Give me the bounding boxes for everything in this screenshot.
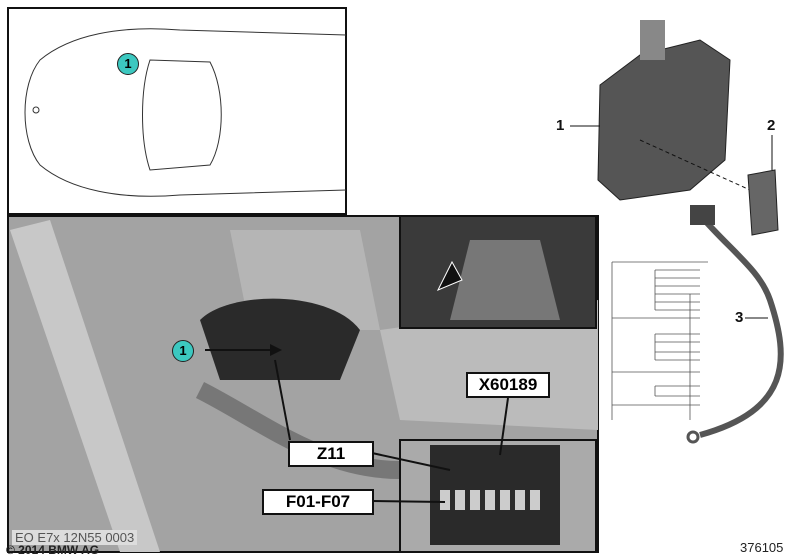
engine-cover [450, 240, 560, 320]
leader-x60189 [499, 397, 509, 456]
car-overview-frame [7, 7, 347, 215]
body-panel [10, 220, 160, 552]
cable-connector [690, 205, 715, 225]
leader-f01-f07 [371, 500, 446, 503]
part-1-fuse-carrier [597, 39, 731, 201]
label-x60189: X60189 [466, 372, 550, 398]
diagram-number: 376105 [740, 540, 784, 555]
part-2-cover [747, 169, 779, 236]
part-label-1: 1 [556, 117, 565, 134]
fuse-row [440, 490, 540, 510]
leader-z11-inset [371, 452, 451, 471]
part-3-ground-cable [697, 213, 784, 438]
leader-z11-photo [274, 359, 291, 441]
callout-1-car: 1 [117, 53, 139, 75]
circuit-schematic [611, 261, 708, 420]
part-label-3: 3 [735, 309, 744, 326]
part-label-2: 2 [767, 117, 776, 134]
arrow-head-icon [270, 344, 282, 356]
arrow-icon [436, 260, 463, 291]
part-1-bracket [640, 20, 665, 60]
copyright: © 2014 BMW AG [6, 543, 100, 557]
callout-1-photo: 1 [172, 340, 194, 362]
emblem-mark [32, 106, 40, 114]
windshield-outline [142, 59, 222, 171]
ring-terminal [686, 430, 700, 444]
fuse-box-photo [200, 298, 360, 380]
label-f01-f07: F01-F07 [262, 489, 374, 515]
car-outline [24, 28, 347, 197]
photo-code: EO E7x 12N55 0003 [12, 530, 138, 545]
label-z11: Z11 [288, 441, 374, 467]
assembly-line [639, 139, 751, 191]
